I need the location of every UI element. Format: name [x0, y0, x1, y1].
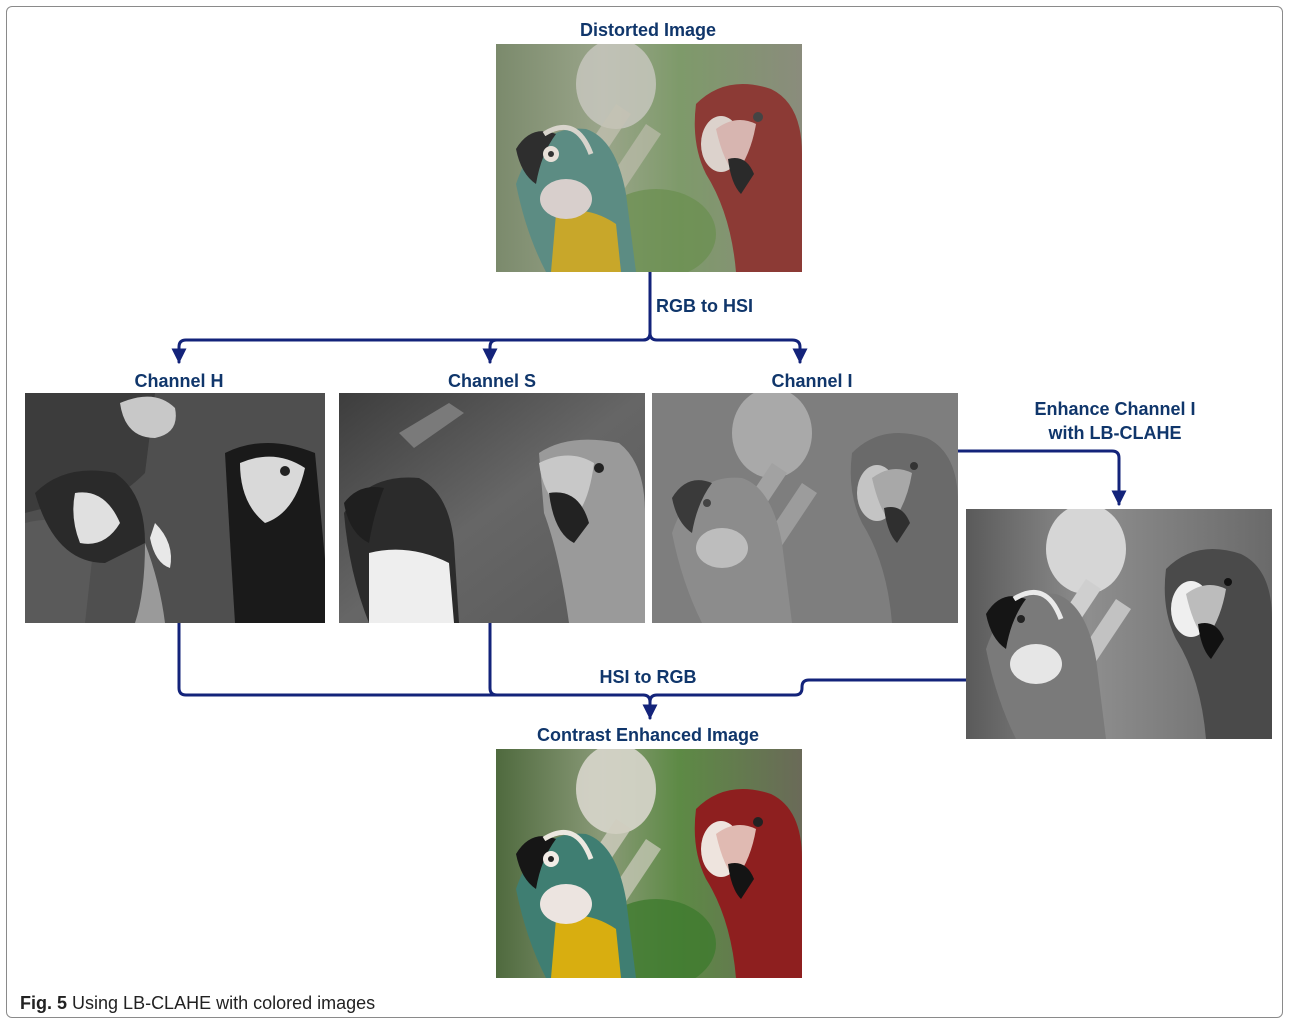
figure-frame: [6, 6, 1283, 1018]
split-to-i: [648, 331, 808, 364]
merge-s: [488, 621, 645, 697]
contrast-enhanced-image: [496, 749, 802, 978]
figure-number: Fig. 5: [20, 993, 68, 1013]
channel-i-label: Channel I: [771, 371, 853, 391]
enhance-path: [956, 449, 1127, 506]
channel-h-label: Channel H: [134, 371, 224, 391]
channel-s-label: Channel S: [447, 371, 536, 391]
distorted-image-label: Distorted Image: [579, 20, 717, 40]
merge-i: [648, 678, 968, 704]
enhanced-channel-i-image: [966, 509, 1272, 739]
split-to-s: [482, 331, 652, 364]
enhanced-image-label: Contrast Enhanced Image: [536, 725, 760, 745]
rgb-to-hsi-label: RGB to HSI: [656, 296, 753, 316]
channel-s-image: [339, 393, 645, 623]
distorted-image: [496, 44, 802, 272]
channel-i-image: [652, 393, 958, 623]
channel-h-image: [25, 393, 331, 623]
figure-caption: Fig. 5 Using LB-CLAHE with colored image…: [20, 993, 375, 1014]
caption-text: Using LB-CLAHE with colored images: [72, 993, 376, 1013]
split-trunk: [171, 270, 652, 364]
enhance-label-line1: Enhance Channel I: [1034, 399, 1196, 419]
enhance-label-line2: with LB-CLAHE: [1048, 423, 1182, 443]
hsi-to-rgb-label: HSI to RGB: [599, 667, 697, 687]
